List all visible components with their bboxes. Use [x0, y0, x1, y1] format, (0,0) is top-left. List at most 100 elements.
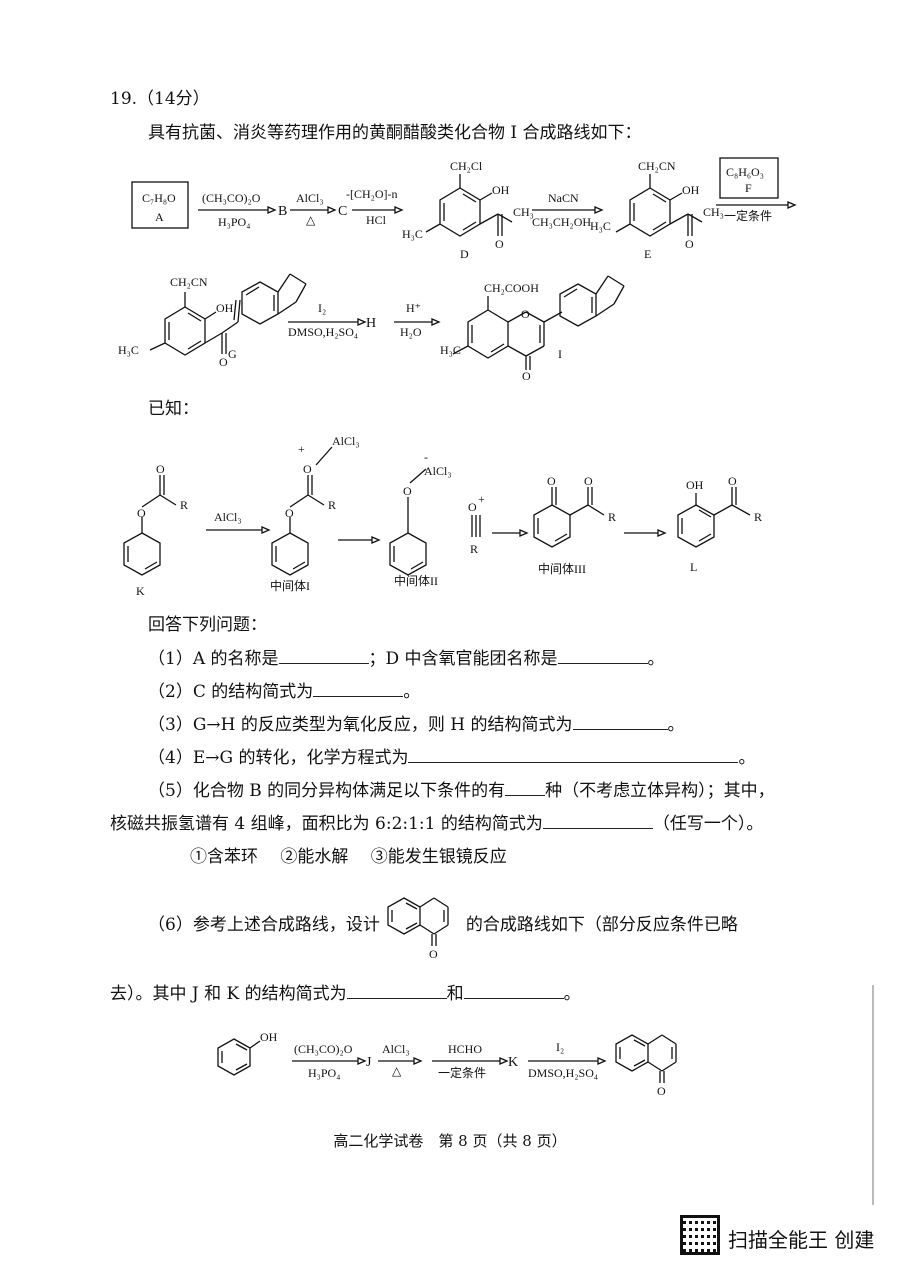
I-ch2cooh: CH₂COOH — [484, 281, 539, 295]
q1-blank-a[interactable] — [278, 647, 369, 664]
K-o: O — [137, 506, 146, 520]
L-o: O — [728, 474, 737, 488]
K-o2: O — [156, 462, 165, 476]
r1-bottom: H₃PO₄ — [218, 215, 250, 229]
q4-text-a: （4）E→G 的转化，化学方程式为 — [148, 748, 409, 768]
q4-blank[interactable] — [408, 746, 739, 763]
answer-label: 回答下列问题： — [148, 615, 267, 635]
q2-text-a: （2）C 的结构简式为 — [148, 682, 314, 702]
L-oh: OH — [686, 478, 704, 492]
D-ch2cl: CH₂Cl — [450, 159, 483, 173]
G-ch2cn: CH₂CN — [170, 275, 208, 289]
known-label: 已知： — [148, 399, 199, 419]
q3-text-b: 。 — [667, 715, 685, 735]
q3-text-a: （3）G→H 的反应类型为氧化反应，则 H 的结构简式为 — [148, 715, 573, 735]
r3-top: -[CH₂O]-n — [346, 187, 398, 201]
intermediate-2-structure — [389, 468, 427, 576]
question-2: （2）C 的结构简式为 。 — [148, 680, 420, 703]
q2-blank[interactable] — [313, 680, 404, 697]
s2-r2-top: AlCl₃ — [382, 1042, 410, 1056]
phenol-oh: OH — [260, 1030, 278, 1044]
s2-r1-top: (CH₃CO)₂O — [294, 1042, 353, 1056]
r4-top: NaCN — [548, 191, 579, 205]
page-footer: 高二化学试卷 第 8 页（共 8 页） — [333, 1132, 567, 1150]
q2-text-b: 。 — [403, 682, 421, 702]
question-6-line1: （6）参考上述合成路线，设计的合成路线如下（部分反应条件已略 — [148, 914, 738, 936]
int2-alcl3: AlCl₃ — [424, 464, 452, 478]
acylium-o: O — [468, 500, 477, 514]
s2-product-o: O — [657, 1084, 666, 1098]
L-label: L — [690, 560, 697, 574]
q6-text-b: 的合成路线如下（部分反应条件已略 — [465, 915, 738, 935]
acylium-r: R — [470, 542, 478, 556]
r3-bottom: HCl — [366, 213, 387, 227]
r6-bottom: DMSO,H₂SO₄ — [288, 325, 358, 339]
K-label: K — [136, 584, 145, 598]
H-label: H — [366, 316, 376, 331]
I-label: I — [558, 347, 562, 361]
question-6-line2: 去）。其中 J 和 K 的结构简式为和。 — [110, 982, 581, 1005]
q1-blank-b[interactable] — [557, 647, 648, 664]
question-3: （3）G→H 的反应类型为氧化反应，则 H 的结构简式为 。 — [148, 713, 685, 736]
question-5-line2: 核磁共振氢谱有 4 组峰，面积比为 6:2:1:1 的结构简式为 （任写一个）。 — [110, 812, 763, 835]
I-o: O — [522, 369, 531, 382]
chromone-product-structure — [615, 1034, 677, 1083]
question-1: （1）A 的名称是；D 中含氧官能团名称是。 — [148, 647, 665, 670]
int1-plus: + — [298, 442, 305, 456]
q6-blank-K[interactable] — [463, 982, 564, 999]
q6-text-c: 去）。其中 J 和 K 的结构简式为 — [110, 984, 347, 1004]
question-intro: 具有抗菌、消炎等药理作用的黄酮醋酸类化合物 I 合成路线如下： — [148, 123, 642, 143]
D-h3c: H₃C — [402, 227, 423, 241]
q5-blank-structure[interactable] — [542, 812, 653, 829]
q3-blank[interactable] — [572, 713, 668, 730]
target-o: O — [429, 947, 438, 960]
D-ch3: CH₃ — [513, 205, 534, 219]
q6-text-d: 和 — [446, 984, 464, 1004]
E-oh: OH — [682, 183, 700, 197]
s2-J: J — [366, 1055, 372, 1070]
L-r: R — [754, 510, 762, 524]
known-mechanism: O O R K AlCl₃ O O + AlCl₃ R 中间体I O - AlC… — [123, 434, 762, 598]
K-r: R — [180, 498, 188, 512]
I-h3c: H₃C — [440, 343, 461, 357]
s2-r4-bottom: DMSO,H₂SO₄ — [528, 1066, 598, 1080]
q5-text-d: （任写一个）。 — [652, 814, 764, 834]
E-o: O — [685, 237, 694, 251]
s2-r4-top: I₂ — [556, 1040, 564, 1054]
F-formula: C₈H₆O₃ — [726, 165, 764, 179]
scanner-watermark: 扫描全能王 创建 — [680, 1215, 890, 1259]
q5-text-c: 核磁共振氢谱有 4 组峰，面积比为 6:2:1:1 的结构简式为 — [110, 814, 543, 834]
compound-F-box — [719, 157, 779, 199]
intermediate-3-structure — [533, 487, 605, 548]
D-oh: OH — [492, 183, 510, 197]
r2-top: AlCl₃ — [296, 191, 324, 205]
A-label: A — [155, 210, 164, 224]
G-oh: OH — [216, 301, 234, 315]
intermediate-1-structure — [271, 446, 333, 576]
r2-bottom: △ — [306, 213, 316, 227]
int1-label: 中间体I — [270, 578, 310, 593]
I-o-ring: O — [521, 307, 530, 321]
int2-label: 中间体II — [394, 573, 438, 588]
r7-top: H⁺ — [406, 301, 421, 315]
r1-top: (CH₃CO)₂O — [202, 191, 261, 205]
q1-text-a: （1）A 的名称是 — [148, 649, 279, 669]
question-4: （4）E→G 的转化，化学方程式为。 — [148, 746, 755, 769]
q6-blank-J[interactable] — [346, 982, 447, 999]
s2-r1-bottom: H₃PO₄ — [308, 1066, 340, 1080]
E-label: E — [644, 247, 651, 261]
D-o: O — [495, 237, 504, 251]
compound-G-structure — [149, 273, 307, 356]
G-o: O — [219, 355, 228, 369]
known-r1: AlCl₃ — [214, 510, 242, 524]
question-number: 19.（14分） — [110, 89, 210, 109]
int1-o2: O — [303, 462, 312, 476]
int2-minus: - — [424, 450, 428, 464]
int2-o: O — [403, 484, 412, 498]
q5-blank-count[interactable] — [505, 779, 546, 796]
synthesis-scheme-2: OH (CH₃CO)₂O H₃PO₄ J AlCl₃ △ HCHO 一定条件 K… — [217, 1030, 677, 1098]
E-h3c: H₃C — [590, 219, 611, 233]
F-label: F — [745, 181, 752, 195]
r5-bottom: 一定条件 — [724, 208, 772, 223]
phenol-structure — [217, 1038, 261, 1076]
